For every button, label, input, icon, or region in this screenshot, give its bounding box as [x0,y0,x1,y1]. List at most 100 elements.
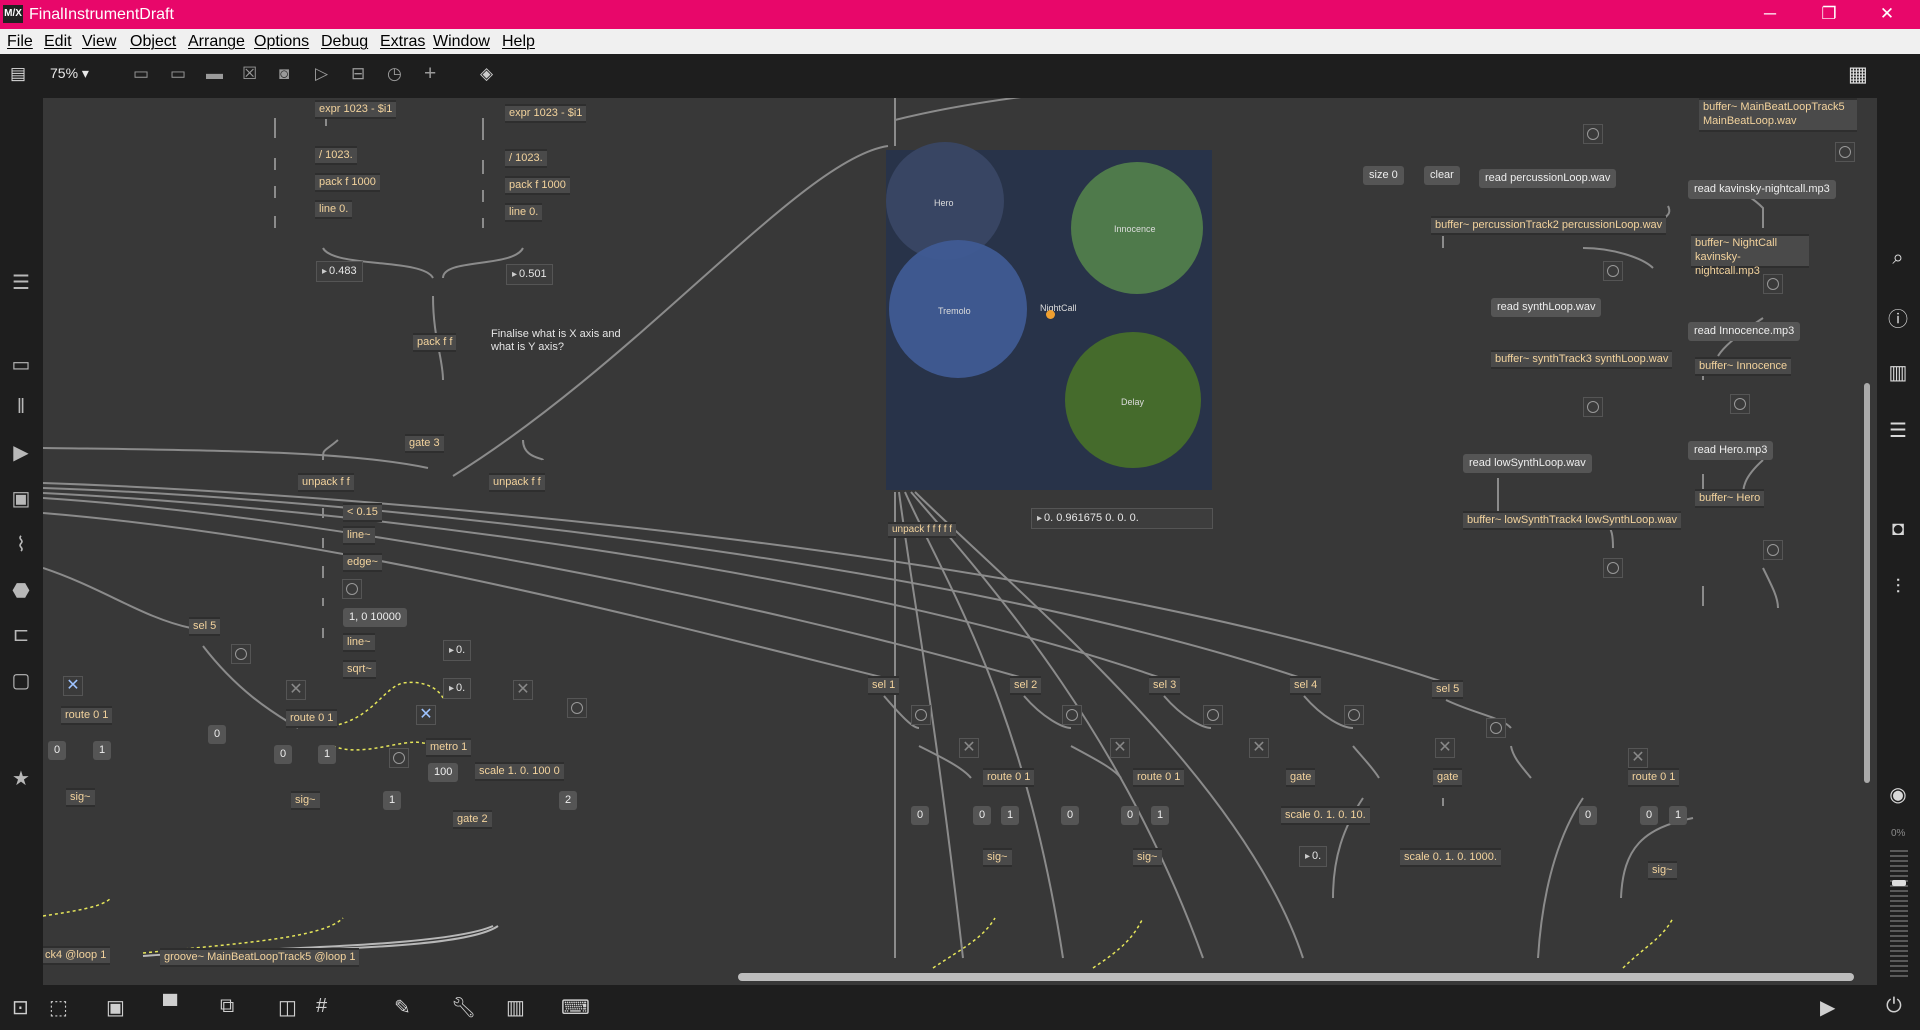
message-box[interactable]: 0 [1579,806,1598,825]
number-icon[interactable]: ▷ [315,64,329,83]
clip-icon[interactable]: ▭ [11,354,31,376]
unpack-object[interactable]: unpack f f [298,473,354,492]
slider-icon[interactable]: ⊟ [351,64,366,83]
gate-object[interactable]: gate 2 [453,810,492,829]
expr-object[interactable]: expr 1023 - $i1 [315,100,397,119]
minimize-button[interactable]: ─ [1763,4,1777,23]
route-object[interactable]: route 0 1 [286,709,338,728]
nodes-knob[interactable] [1046,310,1055,319]
scale-object[interactable]: scale 0. 1. 0. 1000. [1400,848,1501,867]
piano-icon[interactable]: ▥ [506,997,525,1019]
bang-button[interactable] [1062,705,1082,725]
bang-button[interactable] [1730,394,1750,414]
lock-icon[interactable]: ⊡ [12,997,29,1019]
buffer-object[interactable]: buffer~ lowSynthTrack4 lowSynthLoop.wav [1463,511,1682,530]
frame-icon[interactable]: ▢ [11,670,31,692]
pack-object[interactable]: pack f f [413,333,457,352]
message-box[interactable]: read Innocence.mp3 [1688,322,1801,341]
sel-object[interactable]: sel 1 [868,676,900,695]
list-icon[interactable]: ☰ [1889,420,1907,442]
number-box[interactable]: 0.501 [506,264,553,285]
toggle-button[interactable]: ✕ [959,738,979,758]
toggle-icon[interactable]: ☒ [242,64,258,83]
route-object[interactable]: route 0 1 [1628,768,1680,787]
search-icon[interactable]: ⌕ [1892,247,1904,269]
buffer-object[interactable]: buffer~ MainBeatLoopTrack5 MainBeatLoop.… [1699,98,1857,132]
toggle-button[interactable]: ✕ [63,676,83,696]
bang-button[interactable] [1603,261,1623,281]
bang-button[interactable] [1763,274,1783,294]
toggle-button[interactable]: ✕ [286,680,306,700]
message-box[interactable]: read percussionLoop.wav [1479,169,1617,188]
scale-object[interactable]: scale 0. 1. 0. 10. [1281,806,1370,825]
grid-view-icon[interactable]: ▦ [1848,63,1868,86]
scale-object[interactable]: scale 1. 0. 100 0 [475,762,564,781]
bang-button[interactable] [911,705,931,725]
sig-object[interactable]: sig~ [1648,861,1677,880]
gate-object[interactable]: gate [1286,768,1316,787]
divide-object[interactable]: / 1023. [315,146,357,165]
message-box[interactable]: 1 [318,745,337,764]
message-box[interactable]: read lowSynthLoop.wav [1463,454,1592,473]
vertical-scrollbar[interactable] [1864,383,1870,783]
sig-object[interactable]: sig~ [291,791,320,810]
menu-list-icon[interactable]: ☰ [12,272,30,294]
close-button[interactable]: ✕ [1879,4,1895,23]
node-delay[interactable] [1065,332,1201,468]
bang-button[interactable] [1603,558,1623,578]
node-innocence[interactable] [1071,162,1203,294]
toggle-button[interactable]: ✕ [1435,738,1455,758]
volume-meter[interactable] [1890,850,1908,980]
audio-play-icon[interactable]: ▶ [1820,997,1836,1019]
message-box[interactable]: 0 [48,741,67,760]
keyboard-icon[interactable]: ⌨ [561,997,590,1019]
layers-icon[interactable]: ◫ [278,997,297,1019]
message-box[interactable]: 2 [559,791,578,810]
bang-button[interactable] [567,698,587,718]
sel-object[interactable]: sel 5 [1432,680,1464,699]
button-icon[interactable]: ◙ [279,64,290,83]
sig-object[interactable]: sig~ [66,788,95,807]
message-box-icon[interactable]: ▭ [170,64,187,83]
groove-object[interactable]: groove~ MainBeatLoopTrack5 @loop 1 [160,948,360,967]
package-icon[interactable]: ⊏ [12,624,30,646]
bang-button[interactable] [1763,540,1783,560]
nodes-xy-pad[interactable]: Hero Innocence Tremolo NightCall Delay [886,142,1212,490]
message-box[interactable]: 1 [93,741,112,760]
paperclip-icon[interactable]: ⌇ [16,534,26,556]
node-tremolo[interactable] [889,240,1027,378]
paint-bucket-icon[interactable]: ◈ [480,64,494,83]
message-box[interactable]: 1 [1151,806,1170,825]
route-object[interactable]: route 0 1 [983,768,1035,787]
line-signal-object[interactable]: line~ [343,526,375,545]
metro-object[interactable]: metro 1 [426,738,472,757]
edge-object[interactable]: edge~ [343,553,382,572]
bang-button[interactable] [1344,705,1364,725]
message-box[interactable]: 1, 0 10000 [343,608,407,627]
gate-object[interactable]: gate 3 [405,434,444,453]
message-box[interactable]: read synthLoop.wav [1491,298,1602,317]
unpack-object[interactable]: unpack f f [489,473,545,492]
bang-button[interactable] [342,579,362,599]
menu-extras[interactable]: Extras [380,33,426,50]
bang-button[interactable] [389,748,409,768]
buffer-object[interactable]: buffer~ NightCall kavinsky-nightcall.mp3 [1691,234,1809,277]
columns-icon[interactable]: ▥ [1888,362,1908,384]
zoom-select[interactable]: 75% ▾ [50,65,89,81]
sqrt-object[interactable]: sqrt~ [343,660,376,679]
toggle-button[interactable]: ✕ [513,680,533,700]
console-icon[interactable]: ▀ [163,995,178,1017]
message-box[interactable]: 1 [383,791,402,810]
menu-object[interactable]: Object [130,33,177,50]
record-icon[interactable]: ◉ [1889,784,1907,806]
message-box[interactable]: 0 [1640,806,1659,825]
maximize-button[interactable]: ❐ [1821,4,1837,23]
horizontal-scrollbar[interactable] [738,973,1854,981]
object-box-icon[interactable]: ▭ [133,64,150,83]
sel-object[interactable]: sel 4 [1290,676,1322,695]
menu-view[interactable]: View [82,33,117,50]
menu-file[interactable]: File [7,33,33,50]
compare-object[interactable]: < 0.15 [343,503,382,522]
bang-button[interactable] [1583,124,1603,144]
windows-icon[interactable]: ⧉ [220,995,235,1017]
